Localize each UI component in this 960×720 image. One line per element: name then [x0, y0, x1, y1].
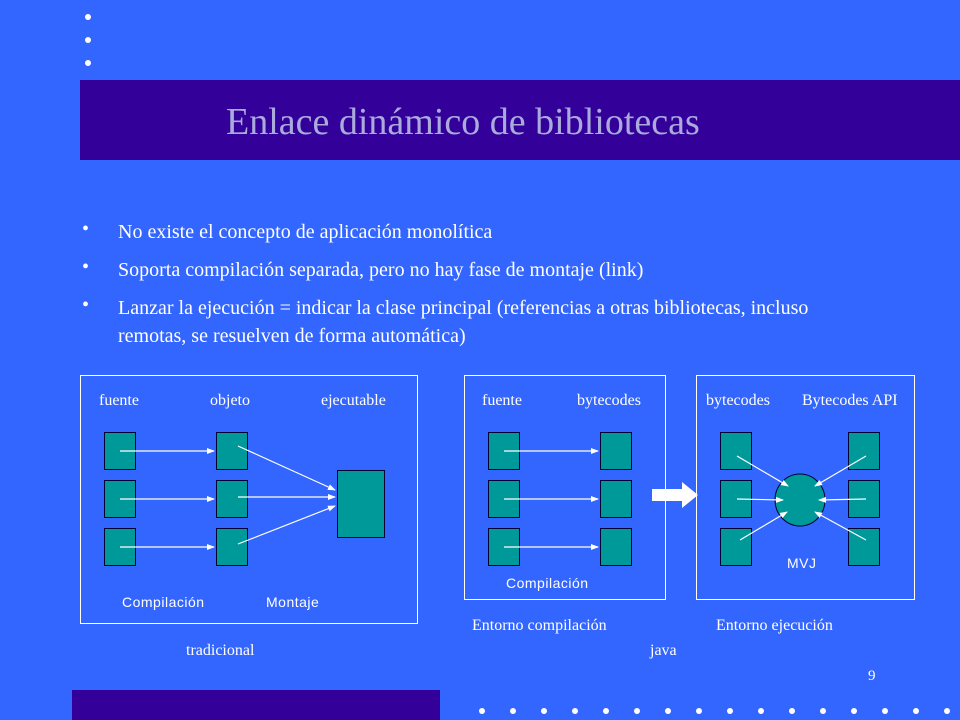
caption-runtime-env: Entorno ejecución [716, 617, 833, 634]
decorative-dot [479, 708, 485, 714]
load-arrow [814, 511, 867, 541]
link-arrow [237, 445, 336, 491]
link-arrow [237, 505, 336, 545]
decorative-dot [789, 708, 795, 714]
title-band [80, 80, 960, 160]
decorative-dot [944, 708, 950, 714]
decorative-dot [85, 14, 91, 20]
label-compilation: Compilación [506, 575, 589, 591]
footer-band [72, 690, 440, 720]
decorative-dot [913, 708, 919, 714]
label-compilation: Compilación [122, 594, 205, 610]
label-bytecodes: bytecodes [577, 392, 641, 409]
bullet-marker: • [82, 218, 90, 240]
decorative-dot [758, 708, 764, 714]
object-box [216, 528, 248, 566]
java-runtime-panel [696, 375, 915, 600]
decorative-dot [665, 708, 671, 714]
traditional-panel [80, 375, 418, 624]
caption-traditional: tradicional [186, 642, 255, 659]
block-arrow [652, 482, 698, 508]
decorative-dot [85, 60, 91, 66]
decorative-dot [820, 708, 826, 714]
bytecode-box [720, 432, 752, 470]
executable-box [337, 470, 385, 538]
caption-java: java [650, 642, 677, 659]
label-bytecodes-api: Bytecodes API [802, 392, 898, 409]
page-number: 9 [868, 668, 876, 684]
caption-compile-env: Entorno compilación [472, 617, 607, 634]
bullet-item: Soporta compilación separada, pero no ha… [118, 259, 644, 281]
decorative-dot [572, 708, 578, 714]
java-compile-panel [464, 375, 666, 600]
decorative-dot [851, 708, 857, 714]
decorative-dot [85, 37, 91, 43]
bullet-marker: • [82, 294, 90, 316]
bullet-marker: • [82, 256, 90, 278]
label-executable: ejecutable [321, 392, 386, 409]
label-source: fuente [99, 392, 139, 409]
decorative-dot [510, 708, 516, 714]
decorative-dot [603, 708, 609, 714]
decorative-dot [727, 708, 733, 714]
label-vm: MVJ [787, 555, 817, 571]
load-arrow [736, 496, 784, 503]
api-box [848, 528, 880, 566]
decorative-dot [882, 708, 888, 714]
load-arrow [736, 455, 789, 487]
label-bytecodes: bytecodes [706, 392, 770, 409]
bytecode-box [600, 432, 632, 470]
object-box [216, 480, 248, 518]
slide-title: Enlace dinámico de bibliotecas [226, 101, 700, 143]
bytecode-box [720, 528, 752, 566]
label-object: objeto [210, 392, 250, 409]
label-source: fuente [482, 392, 522, 409]
bullet-item: No existe el concepto de aplicación mono… [118, 221, 493, 243]
label-link: Montaje [266, 594, 320, 610]
load-arrow [814, 455, 867, 487]
decorative-dot [634, 708, 640, 714]
decorative-dot [696, 708, 702, 714]
bullet-item: Lanzar la ejecución = indicar la clase p… [118, 297, 809, 347]
load-arrow [818, 496, 867, 503]
object-box [216, 432, 248, 470]
load-arrow [739, 511, 788, 541]
bytecode-box [600, 480, 632, 518]
bytecode-box [600, 528, 632, 566]
decorative-dot [541, 708, 547, 714]
